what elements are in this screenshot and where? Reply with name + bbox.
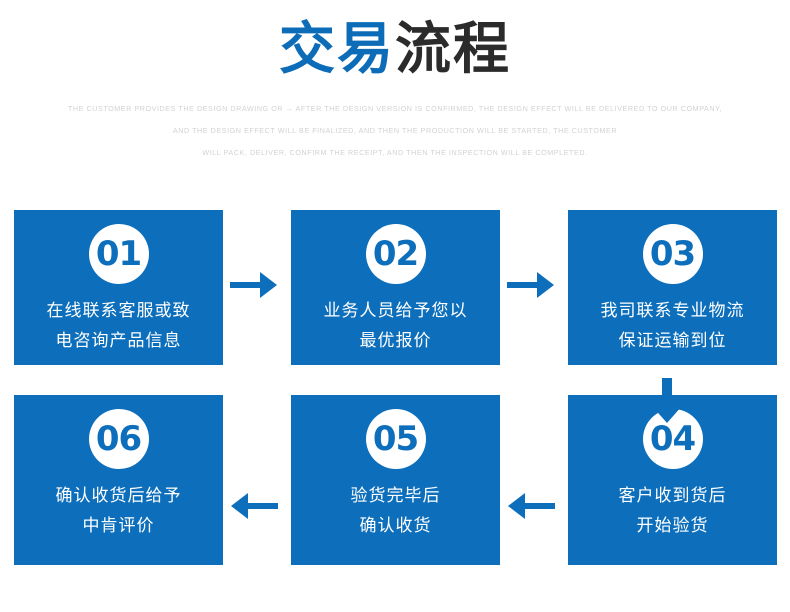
header: 交易流程 THE CUSTOMER PROVIDES THE DESIGN DR… (0, 0, 790, 164)
step-text-06-line-2: 中肯评价 (82, 516, 155, 536)
page-title-blue-part: 交易 (279, 17, 395, 82)
step-text-04-line-1: 客户收到货后 (618, 486, 727, 506)
step-card-03[interactable]: 03 我司联系专业物流 保证运输到位 (568, 210, 777, 365)
arrow-left-icon (507, 489, 555, 523)
step-text-03-line-2: 保证运输到位 (618, 331, 727, 351)
subtitle-line-1: THE CUSTOMER PROVIDES THE DESIGN DRAWING… (67, 104, 723, 113)
arrow-down-icon (650, 378, 684, 424)
step-text-06-line-1: 确认收货后给予 (55, 486, 182, 506)
subtitle-line-2: AND THE DESIGN EFFECT WILL BE FINALIZED,… (172, 126, 618, 135)
step-number-badge-04: 04 (642, 409, 703, 469)
step-text-01: 在线联系客服或致 电咨询产品信息 (14, 296, 223, 356)
step-text-03-line-1: 我司联系专业物流 (600, 301, 745, 321)
step-text-02-line-2: 最优报价 (359, 331, 432, 351)
process-row-bottom: 06 确认收货后给予 中肯评价 05 验货完毕后 确认收货 04 客户收到货后 … (0, 395, 790, 570)
step-card-01[interactable]: 01 在线联系客服或致 电咨询产品信息 (14, 210, 223, 365)
arrow-left-icon (230, 489, 278, 523)
step-card-05[interactable]: 05 验货完毕后 确认收货 (291, 395, 500, 565)
step-number-badge-03: 03 (642, 224, 703, 284)
step-number-badge-01: 01 (88, 224, 149, 284)
page-title: 交易流程 (0, 18, 790, 82)
step-number-badge-05: 05 (365, 409, 426, 469)
step-card-06[interactable]: 06 确认收货后给予 中肯评价 (14, 395, 223, 565)
process-row-top: 01 在线联系客服或致 电咨询产品信息 02 业务人员给予您以 最优报价 03 … (0, 210, 790, 385)
step-card-02[interactable]: 02 业务人员给予您以 最优报价 (291, 210, 500, 365)
step-number-badge-02: 02 (365, 224, 426, 284)
step-text-02-line-1: 业务人员给予您以 (323, 301, 468, 321)
step-text-01-line-2: 电咨询产品信息 (55, 331, 182, 351)
page-title-dark-part: 流程 (395, 17, 511, 82)
arrow-right-icon (507, 268, 555, 302)
step-text-06: 确认收货后给予 中肯评价 (14, 481, 223, 541)
subtitle-line-3: WILL PACK, DELIVER, CONFIRM THE RECEIPT,… (202, 148, 588, 157)
step-text-05-line-2: 确认收货 (359, 516, 432, 536)
step-text-05-line-1: 验货完毕后 (350, 486, 441, 506)
step-text-03: 我司联系专业物流 保证运输到位 (568, 296, 777, 356)
arrow-right-icon (230, 268, 278, 302)
step-text-04: 客户收到货后 开始验货 (568, 481, 777, 541)
step-card-04[interactable]: 04 客户收到货后 开始验货 (568, 395, 777, 565)
step-text-04-line-2: 开始验货 (636, 516, 709, 536)
step-text-05: 验货完毕后 确认收货 (291, 481, 500, 541)
step-number-badge-06: 06 (88, 409, 149, 469)
subtitle-paragraph: THE CUSTOMER PROVIDES THE DESIGN DRAWING… (0, 98, 790, 164)
step-text-02: 业务人员给予您以 最优报价 (291, 296, 500, 356)
process-flow: 01 在线联系客服或致 电咨询产品信息 02 业务人员给予您以 最优报价 03 … (0, 200, 790, 565)
step-text-01-line-1: 在线联系客服或致 (46, 301, 191, 321)
